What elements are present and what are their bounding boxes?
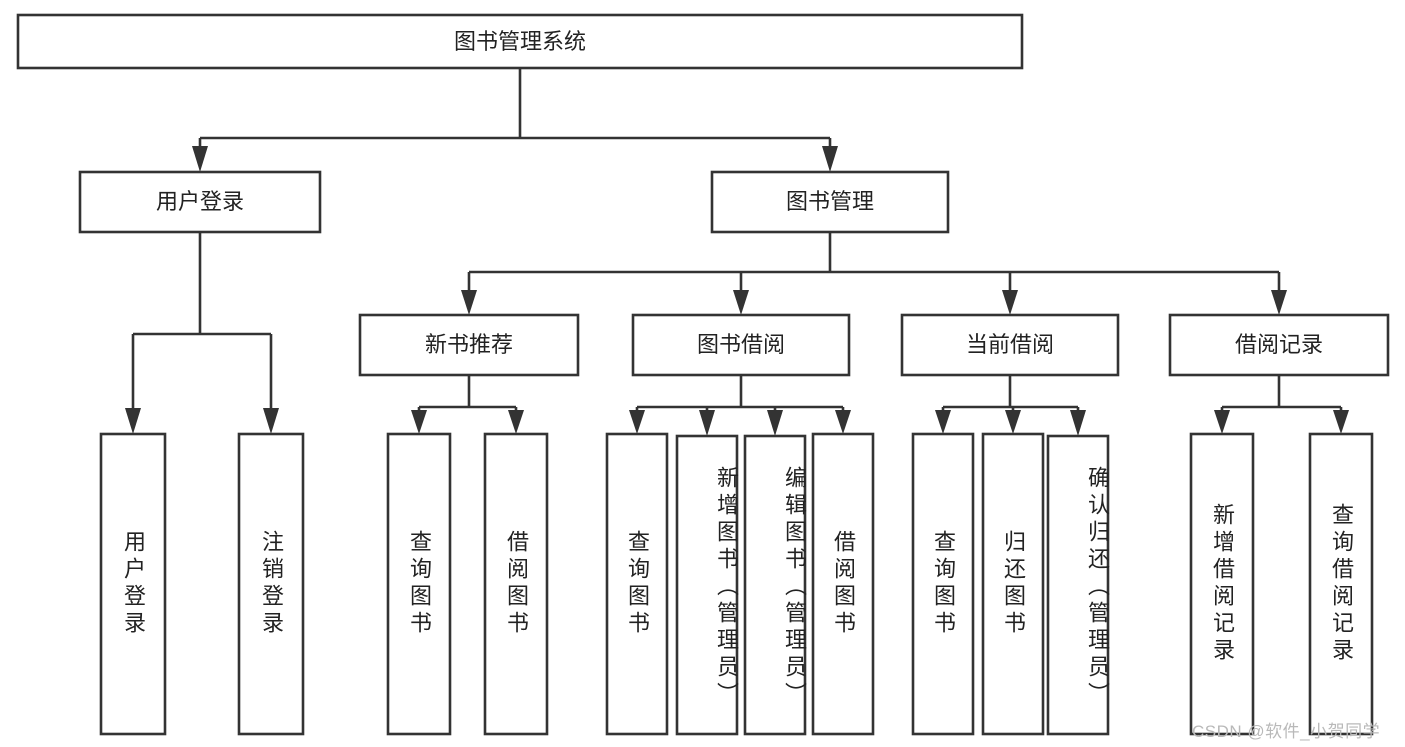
node-box-root[interactable] [16, 13, 1024, 70]
csdn-watermark: CSDN @软件_小贺同学 [1192, 722, 1381, 741]
node-label-current-borrow: 当前借阅 [966, 332, 1054, 357]
arrow-ul-child-1 [125, 408, 141, 434]
arrow-br-child-1 [1214, 410, 1230, 434]
node-label-book-borrow: 图书借阅 [697, 332, 785, 357]
node-label-root: 图书管理系统 [454, 29, 586, 54]
arrow-to-book-mgmt [822, 146, 838, 172]
node-label-user-login: 用户登录 [156, 189, 244, 214]
node-box-leaf-add-book-admin[interactable] [675, 434, 739, 736]
arrow-bb-child-2 [699, 410, 715, 436]
node-box-leaf-query-book-bb[interactable] [605, 432, 669, 736]
node-box-leaf-confirm-return-admin[interactable] [1046, 434, 1110, 736]
arrow-ul-child-2 [263, 408, 279, 434]
node-box-new-book-rec[interactable] [358, 313, 580, 377]
arrow-bb-child-1 [629, 410, 645, 434]
node-box-book-mgmt[interactable] [710, 170, 950, 234]
node-box-leaf-query-book-cb[interactable] [911, 432, 975, 736]
node-box-leaf-edit-book-admin[interactable] [743, 434, 807, 736]
arrow-nbr-child-2 [508, 410, 524, 434]
node-box-user-login[interactable] [78, 170, 322, 234]
arrow-to-current-borrow [1002, 290, 1018, 315]
node-box-book-borrow[interactable] [631, 313, 851, 377]
node-box-leaf-borrow-book-bb[interactable] [811, 432, 875, 736]
node-label-book-mgmt: 图书管理 [786, 189, 874, 214]
arrow-br-child-2 [1333, 410, 1349, 434]
connector-group-current-borrow [935, 375, 1086, 436]
arrow-cb-child-2 [1005, 410, 1021, 434]
arrow-cb-child-3 [1070, 410, 1086, 436]
arrow-cb-child-1 [935, 410, 951, 434]
connector-group-book-mgmt [461, 232, 1287, 315]
arrow-to-new-book-rec [461, 290, 477, 315]
node-box-leaf-return-book[interactable] [981, 432, 1045, 736]
node-label-new-book-rec: 新书推荐 [425, 332, 513, 357]
arrow-to-book-borrow [733, 290, 749, 315]
connector-group-book-borrow [629, 375, 851, 436]
connector-group-user-login [125, 232, 279, 434]
node-box-leaf-add-borrow-record[interactable] [1189, 432, 1255, 736]
node-box-leaf-user-login[interactable] [99, 432, 167, 736]
connector-group-borrow-record [1214, 375, 1349, 434]
node-box-current-borrow[interactable] [900, 313, 1120, 377]
arrow-bb-child-3 [767, 410, 783, 436]
arrow-bb-child-4 [835, 410, 851, 434]
connector-group-new-book-rec [411, 375, 524, 434]
node-box-leaf-query-book-nbr[interactable] [386, 432, 452, 736]
connector-group-root [192, 68, 838, 172]
node-box-leaf-query-borrow-record[interactable] [1308, 432, 1374, 736]
arrow-to-user-login [192, 146, 208, 172]
node-box-leaf-logout-login[interactable] [237, 432, 305, 736]
arrow-nbr-child-1 [411, 410, 427, 434]
node-label-borrow-record: 借阅记录 [1235, 332, 1323, 357]
node-box-borrow-record[interactable] [1168, 313, 1390, 377]
node-box-leaf-borrow-book-nbr[interactable] [483, 432, 549, 736]
arrow-to-borrow-record [1271, 290, 1287, 315]
